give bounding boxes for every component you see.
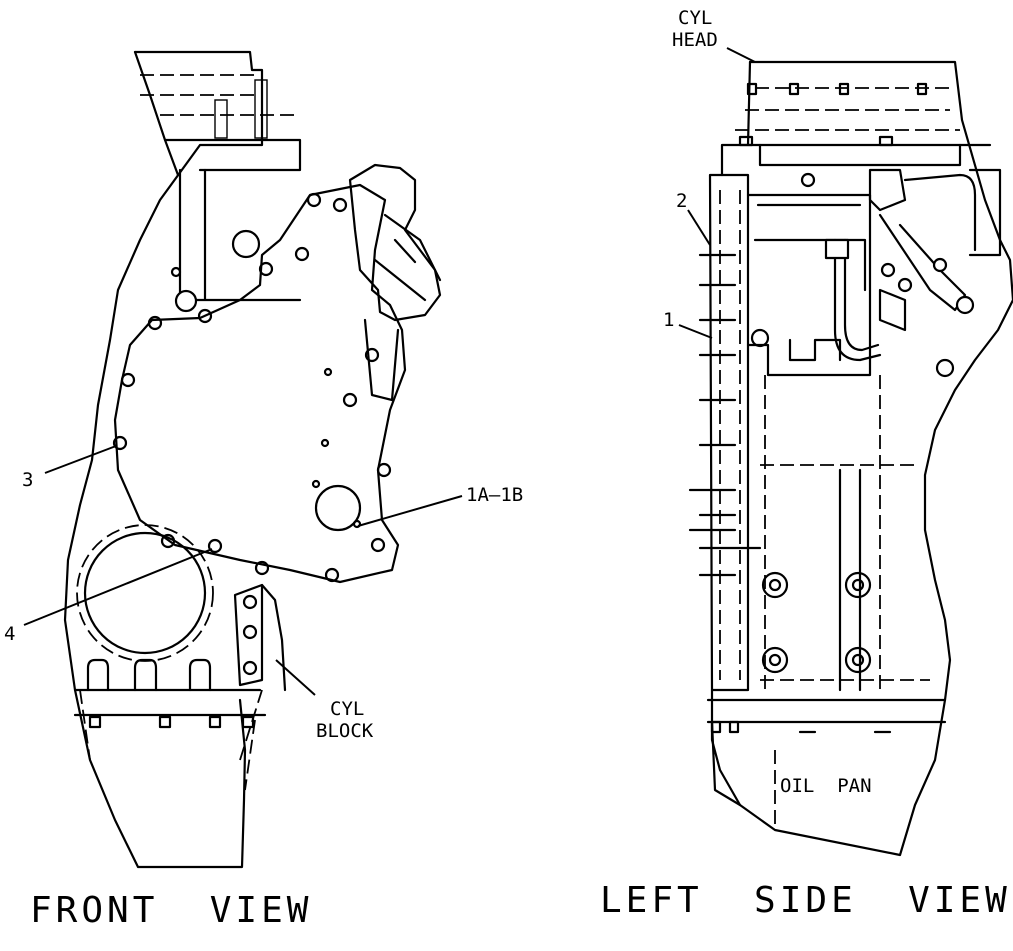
callout-3: 3: [22, 469, 33, 491]
oil-pan-label: OIL PAN: [780, 775, 872, 797]
oil-pan-outline: [706, 698, 947, 807]
crank-pulley: [83, 531, 207, 655]
left-side-view-title: LEFT SIDE VIEW: [600, 880, 1011, 921]
cover-bolt-heads: [112, 192, 392, 583]
callout-3-leader: [44, 445, 117, 474]
callout-2-leader: [687, 209, 711, 246]
cyl-head-label-line2: HEAD: [672, 29, 718, 51]
cyl-block-leader: [275, 659, 316, 696]
front-view-outline: [63, 50, 264, 869]
cyl-head-label-line1: CYL: [678, 7, 712, 29]
front-view-title: FRONT VIEW: [30, 890, 312, 931]
fuel-line: [833, 238, 882, 362]
cyl-block-label-line2: BLOCK: [316, 720, 374, 742]
cyl-block-label-line1: CYL: [330, 698, 364, 720]
callout-4: 4: [4, 623, 15, 645]
callout-2: 2: [676, 190, 687, 212]
callout-1a1b: 1A–1B: [466, 484, 523, 506]
front-cover-plate: [113, 183, 407, 584]
front-view-drawing: [63, 50, 442, 869]
fuel-pump-assembly: [348, 163, 442, 322]
callout-4-leader: [23, 548, 213, 626]
cyl-head-leader: [726, 47, 756, 63]
timing-plate: [708, 173, 750, 692]
left-side-view-drawing: [688, 60, 1013, 857]
callout-1: 1: [663, 309, 674, 331]
left-side-view-outline: [710, 60, 1013, 857]
callout-1a1b-leader: [357, 495, 463, 527]
callout-1-leader: [678, 324, 713, 339]
plate-bolts: [688, 253, 762, 577]
